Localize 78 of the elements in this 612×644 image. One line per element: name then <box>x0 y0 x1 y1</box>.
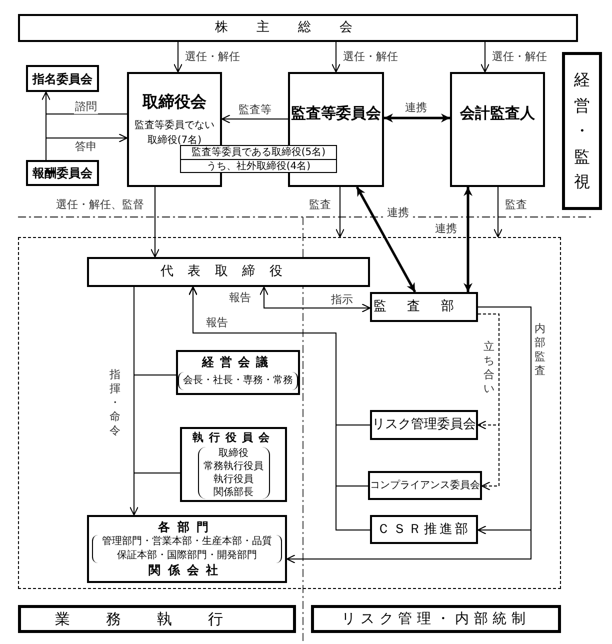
edge-label: 選任・解任 <box>184 50 241 64</box>
arrow <box>150 186 160 258</box>
arrow <box>335 186 345 238</box>
node-text: うち、社外取締役(4名) <box>205 160 312 173</box>
node-text: 経営・監視 <box>574 69 590 194</box>
node-text: 各部門 <box>158 520 216 535</box>
arrow <box>188 286 370 530</box>
node-text: 取締役会 <box>142 91 206 113</box>
edge-label: 指示 <box>330 293 354 307</box>
node-text: リスク管理委員会 <box>372 416 476 434</box>
arrow <box>356 186 416 293</box>
department-box <box>370 292 478 322</box>
dashed-area <box>18 237 561 589</box>
edge-label: 指揮・命令 <box>110 368 120 438</box>
edge-label: 監査 <box>308 198 332 212</box>
node-text: 常務執行役員 <box>204 460 264 473</box>
edge-label: 連携 <box>404 101 428 115</box>
arrow <box>331 42 341 73</box>
meeting-box <box>176 350 300 395</box>
edge-label: 選任・解任 <box>342 50 399 64</box>
member-table <box>180 145 337 173</box>
meeting-box <box>18 14 578 42</box>
node-text: 経営会議 <box>202 355 274 370</box>
director-box <box>87 257 370 287</box>
node-text: コンプライアンス委員会 <box>370 478 480 493</box>
edge-label: 立ち合い <box>484 340 494 396</box>
edge-label: 報告 <box>228 291 252 305</box>
edge-label: 報告 <box>205 316 229 330</box>
connector-line <box>134 286 180 474</box>
edge-label: 選任・解任 <box>491 50 548 64</box>
node-text: 業務執行 <box>55 608 259 630</box>
arrow <box>478 314 500 491</box>
node-text: 株主総会 <box>214 19 382 38</box>
arrow <box>480 42 490 73</box>
node-text: 取締役 <box>218 447 248 460</box>
committee-box <box>26 65 99 92</box>
node-text: 関係会社 <box>148 563 226 578</box>
category-box <box>18 605 296 633</box>
node-text: 監査部 <box>373 298 475 316</box>
side-label-box <box>562 52 602 210</box>
edge-label: 監査 <box>504 198 528 212</box>
edge-label: 監査等 <box>238 103 272 117</box>
node-text: 監査等委員である取締役(5名) <box>181 146 336 160</box>
arrow <box>493 186 503 238</box>
arrow <box>173 42 183 73</box>
category-box <box>311 605 561 633</box>
auditor-box <box>450 72 545 187</box>
department-box <box>370 515 478 544</box>
node-text: 監査等委員会 <box>291 103 381 124</box>
meeting-box <box>180 427 287 502</box>
committee-box <box>368 471 482 500</box>
edge-label: 連携 <box>434 222 458 236</box>
node-text: 報酬委員会 <box>32 165 92 182</box>
node-text: 会計監査人 <box>460 103 535 124</box>
node-text: 代表取締役 <box>160 263 297 282</box>
node-text: 執行役員会 <box>192 431 275 445</box>
node-text: 指名委員会 <box>32 70 92 88</box>
committee-box <box>26 160 99 186</box>
node-text: 関係部長 <box>214 486 254 499</box>
node-text: 会長・社長・専務・常務 <box>178 372 298 390</box>
arrow <box>221 114 288 124</box>
committee-box <box>370 410 478 440</box>
edge-label: 選任・解任、監督 <box>55 198 145 212</box>
arrow <box>464 187 472 292</box>
edge-label: 連携 <box>386 206 410 220</box>
node-text: 監査等委員でない取締役(7名) <box>134 118 216 146</box>
node-text: ＣＳＲ推進部 <box>377 520 471 539</box>
arrow <box>41 91 128 114</box>
node-text: 管理部門・営業本部・生産本部・品質保証本部・国際部門・開発部門 <box>92 535 282 563</box>
edge-label: 諮問 <box>74 100 98 114</box>
arrow <box>286 306 532 564</box>
node-text: 執行役員 <box>214 473 254 486</box>
edge-label: 答申 <box>74 140 98 154</box>
node-text: リスク管理・内部統制 <box>342 610 530 628</box>
arrow <box>384 114 450 122</box>
department-box <box>87 515 287 583</box>
arrow <box>46 133 128 160</box>
edge-label: 内部監査 <box>534 322 546 378</box>
